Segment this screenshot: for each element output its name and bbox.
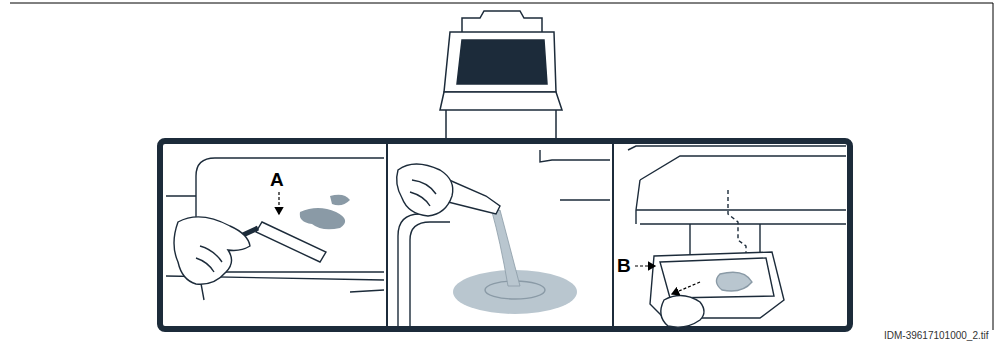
griddle-edge [398,214,420,326]
pouring-step [397,150,610,326]
callout-letter: A [270,170,284,190]
dirt-patch [330,195,350,206]
griddle-edge [166,196,384,300]
waste-liquid [716,272,752,291]
griddle-corner [636,180,640,224]
backsplash [462,11,542,32]
panel-divider [386,144,388,326]
callout-arrow [635,265,655,266]
appliance-body [446,110,556,141]
backsplash-edge [540,150,610,162]
dirt-patch [300,208,345,229]
hand-detail [196,246,222,272]
griddle-body [628,146,846,224]
scraping-step [166,158,384,300]
griddle-plate [457,40,547,84]
cooking-surface [444,32,556,92]
callout-letter: B [617,256,631,276]
griddle-appliance [440,11,562,141]
page-frame [10,3,993,330]
gloved-hand [397,164,453,216]
step-panel-frame [160,141,850,329]
griddle-surface [410,200,610,326]
gloved-hand [174,217,250,284]
callout-arrow [278,192,279,214]
gloved-hand [661,295,704,327]
hand-detail [410,180,436,206]
front-lip [440,92,562,110]
drawer-step [628,146,846,327]
water-stream [492,210,520,286]
scraper-blade [256,222,326,262]
file-name: IDM-39617101000_2.tif [884,330,989,342]
pull-direction-arrow [672,282,700,294]
panel-divider [612,144,614,326]
drawer-inner [660,258,774,298]
